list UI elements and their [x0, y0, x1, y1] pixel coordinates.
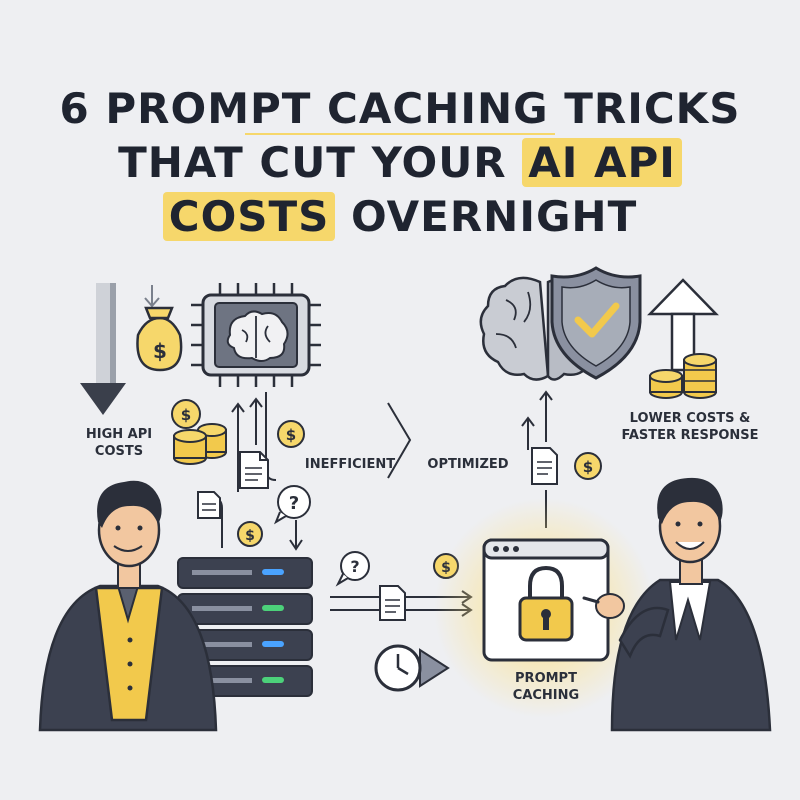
person-right-avatar [582, 477, 772, 732]
title-line-1: 6 PROMPT CACHING TRICKS [0, 82, 800, 136]
lower-costs-label: LOWER COSTS & FASTER RESPONSE [610, 410, 770, 444]
cache-window-icon [434, 498, 654, 718]
lower-costs-line-1: LOWER COSTS & [629, 411, 751, 426]
dollar-coin-icon-4: $ [574, 452, 602, 480]
document-icon-4 [531, 447, 558, 485]
high-api-costs-line-2: COSTS [94, 444, 144, 459]
dollar-coin-icon-2: $ [237, 521, 263, 547]
document-icon-1 [239, 451, 269, 489]
title-line-3: COSTS OVERNIGHT [0, 190, 800, 244]
money-bag-icon: $ [136, 306, 183, 372]
small-down-arrow-icon [144, 285, 160, 308]
document-icon-3 [379, 585, 406, 621]
high-api-costs-label: HIGH API COSTS [64, 426, 174, 460]
coin-symbol-1: $ [181, 406, 191, 424]
title-highlight-costs: COSTS [162, 192, 336, 241]
down-arrow-icon [80, 283, 126, 415]
coin-symbol-3: $ [245, 528, 255, 544]
question-mark-1: ? [289, 493, 299, 514]
optimized-text: OPTIMIZED [427, 457, 509, 472]
shield-check-icon [550, 266, 642, 380]
optimized-label: OPTIMIZED [420, 456, 516, 473]
title-line-2: THAT CUT YOUR AI API [0, 136, 800, 190]
title-text-2: THAT CUT YOUR [118, 138, 523, 187]
dollar-coin-icon-1: $ [277, 420, 305, 448]
coin-stack-left-icon: $ [171, 399, 227, 465]
cpu-brain-icon [191, 283, 321, 387]
prompt-caching-line-2: CACHING [512, 688, 580, 703]
lower-costs-line-2: FASTER RESPONSE [621, 428, 759, 443]
title-highlight-ai-api: AI API [522, 138, 682, 187]
clock-icon [374, 644, 450, 692]
title-text-3: OVERNIGHT [335, 192, 638, 241]
inefficient-text: INEFFICIENT [304, 457, 396, 472]
inefficient-label: INEFFICIENT [300, 456, 400, 473]
chevron-right-icon [387, 402, 412, 479]
coin-symbol-2: $ [286, 426, 296, 444]
question-mark-2: ? [350, 557, 359, 576]
prompt-caching-label: PROMPT CACHING [496, 670, 596, 704]
title-text-1: 6 PROMPT CACHING TRICKS [59, 84, 741, 133]
high-api-costs-line-1: HIGH API [85, 427, 153, 442]
title-underline [245, 133, 555, 135]
document-icon-2 [197, 491, 221, 519]
coin-stack-right-icon [649, 353, 717, 399]
question-bubble-icon-2: ? [335, 551, 370, 587]
person-left-avatar [38, 480, 218, 732]
prompt-caching-line-1: PROMPT [515, 671, 577, 686]
question-bubble-icon: ? [273, 485, 311, 525]
coin-symbol-5: $ [583, 458, 593, 476]
money-bag-symbol: $ [153, 339, 167, 363]
